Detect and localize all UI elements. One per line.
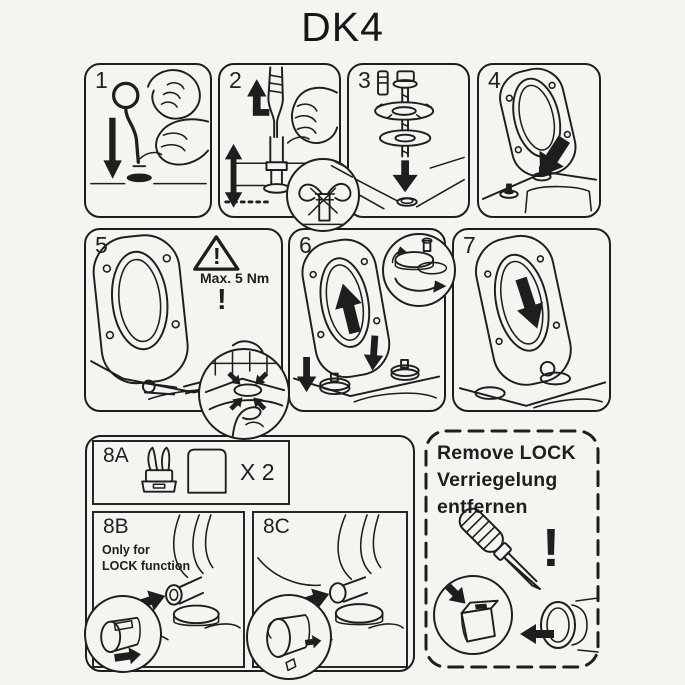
bent-up-arrow-icon (247, 79, 270, 116)
rotating-cap-icon (391, 237, 448, 293)
step-number: 5 (95, 232, 108, 258)
press-cap-icon (204, 351, 286, 438)
double-arrow-icon (224, 143, 243, 208)
step-number: 2 (229, 67, 242, 93)
washer-disc-icon (374, 101, 435, 121)
down-right-arrow-icon (440, 578, 466, 604)
step-6-panel: 6 (288, 228, 446, 412)
hinge-base-icon (172, 604, 220, 627)
cap-disc-icon (394, 237, 448, 275)
down-arrow-icon (363, 335, 384, 371)
right-arrow-icon (114, 647, 141, 665)
step-7-illustration (458, 234, 607, 409)
mounting-bolt-icon (532, 166, 552, 182)
hand-icon (139, 118, 210, 166)
anchor-detail-magnifier (286, 158, 360, 232)
down-arrow-icon (296, 357, 317, 393)
lock-slot-cap-icon (440, 578, 499, 643)
fixing-bolt-icon (263, 136, 291, 194)
remove-lock-detail-magnifier (433, 575, 513, 655)
hinge-cap-icon (390, 358, 420, 381)
toilet-seat-icon (301, 238, 391, 379)
step-number: 3 (358, 67, 371, 93)
tool-icon (267, 66, 284, 139)
hand-icon (147, 69, 201, 120)
left-arrow-icon (520, 624, 554, 644)
cover-cap-icon (187, 448, 227, 494)
rotation-arrow-icon (391, 246, 447, 293)
hinge-pin-icon (165, 576, 205, 606)
cap-detail-magnifier (246, 594, 332, 680)
hand-icon (231, 406, 264, 438)
step-number: 8A (103, 444, 129, 467)
mounting-bolt-icon (499, 183, 519, 199)
hinge-cap-icon (539, 360, 571, 386)
hinge-pin-icon (329, 576, 368, 604)
step-3-panel: 3 (347, 63, 470, 218)
step-number: 6 (299, 232, 312, 258)
exclamation-mark: ! (217, 284, 227, 316)
step-7-panel: 7 (452, 228, 611, 412)
quantity-label: X 2 (240, 459, 275, 485)
step-number: 7 (463, 232, 476, 258)
lock-cap-icon (540, 597, 599, 653)
squeeze-arrows-icon (227, 371, 269, 411)
step-5-panel: 5 ! Max. 5 Nm ! (84, 228, 283, 412)
expanding-anchor-icon (292, 161, 355, 226)
hinge-base-icon (334, 603, 384, 626)
toilet-rim-icon (481, 170, 598, 214)
step-8a-box: 8A X 2 (92, 440, 290, 505)
cap-side-icon (266, 614, 322, 672)
remove-lock-text: Remove LOCK Verriegelung entfernen (437, 442, 576, 518)
step-2-illustration (224, 66, 339, 208)
toilet-rim-icon (292, 375, 441, 403)
lock-cap-side-icon (100, 616, 141, 665)
step-4-illustration (481, 67, 598, 214)
right-arrow-icon (304, 635, 322, 649)
remove-lock-box: Remove LOCK Verriegelung entfernen ! (424, 429, 600, 669)
warning-triangle-mark: ! (213, 243, 221, 269)
down-left-arrow-icon (539, 135, 570, 177)
exclamation-mark: ! (542, 518, 560, 578)
step-8a-parts (141, 446, 227, 494)
lock-function-note: Only for LOCK function (102, 543, 191, 573)
page-title: DK4 (301, 4, 384, 50)
toilet-rim-icon (458, 381, 607, 409)
step-6-illustration (292, 238, 441, 403)
toilet-seat-icon (475, 234, 572, 386)
seat-edge-lines (173, 514, 214, 579)
down-arrow-icon (103, 117, 122, 179)
step-2-panel: 2 (218, 63, 341, 218)
step-number: 8C (263, 515, 290, 538)
toilet-seat-icon (92, 234, 189, 385)
up-arrow-icon (335, 283, 362, 335)
step-number: 8B (103, 515, 129, 538)
toilet-seat-icon (499, 67, 577, 178)
step-number: 1 (95, 67, 108, 93)
step-1-panel: 1 (84, 63, 212, 218)
fixing-pin-icon (111, 81, 152, 183)
screwdriver-icon (458, 507, 541, 590)
seat-edge-lines (337, 514, 382, 581)
bowl-curve (257, 557, 322, 587)
step-4-panel: 4 (477, 63, 601, 218)
lock-cap-detail-magnifier (84, 595, 162, 673)
warning-triangle-icon (193, 235, 240, 271)
hinge-bracket-icon (141, 446, 177, 493)
washer-disc-icon (378, 129, 432, 147)
dowel-icon (377, 70, 389, 96)
step-3-illustration (352, 70, 465, 210)
step-number: 4 (488, 67, 501, 93)
down-arrow-icon (515, 276, 544, 329)
hand-icon (286, 86, 339, 144)
step-1-illustration (90, 69, 210, 185)
ceramic-hole-icon (352, 156, 465, 210)
press-detail-magnifier (198, 348, 290, 440)
cap-rotation-magnifier (382, 233, 456, 307)
down-arrow-icon (392, 160, 418, 193)
torque-warning-label: Max. 5 Nm (200, 270, 270, 286)
dashed-border (424, 429, 600, 669)
